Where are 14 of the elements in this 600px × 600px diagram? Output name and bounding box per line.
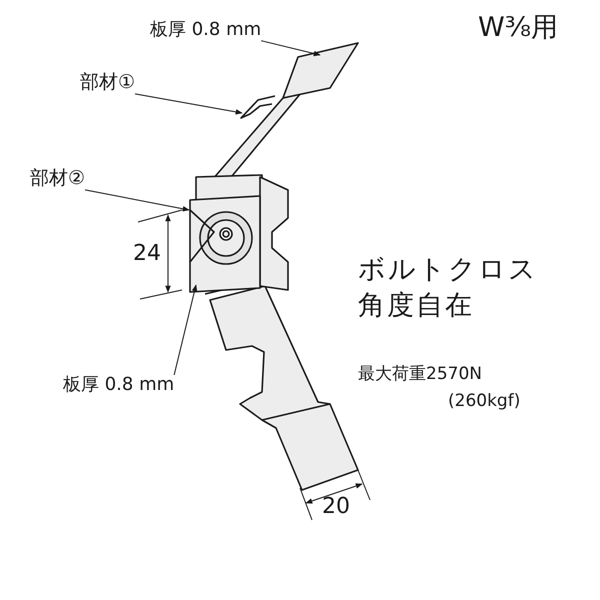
load-text: 最大荷重2570N bbox=[358, 365, 482, 385]
dimension-value: 24 bbox=[133, 241, 161, 266]
leader-line bbox=[260, 40, 321, 56]
leader-line bbox=[174, 284, 198, 376]
product-text: ボルトクロス角度自在 bbox=[358, 253, 539, 324]
dimension-value: 20 bbox=[322, 494, 350, 520]
part-label: 部材② bbox=[30, 168, 86, 190]
thickness-note: 板厚 0.8 mm bbox=[63, 375, 174, 396]
thickness-note: 板厚 0.8 mm bbox=[150, 20, 262, 41]
leader-line bbox=[134, 93, 243, 115]
load-text: (260kgf) bbox=[448, 392, 520, 412]
size-label: W⅜用 bbox=[478, 12, 558, 44]
part-label: 部材① bbox=[80, 72, 136, 94]
leader-line bbox=[84, 189, 190, 212]
